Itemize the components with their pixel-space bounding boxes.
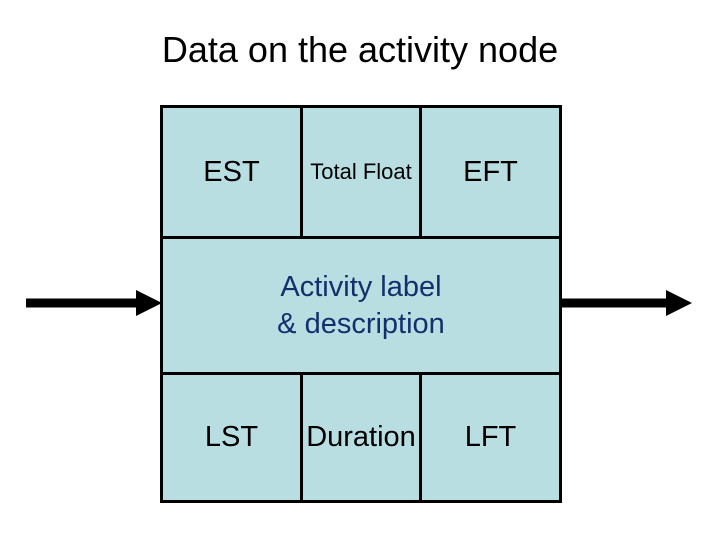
outgoing-arrow: [560, 288, 692, 318]
node-row-bottom: LST Duration LFT: [163, 375, 559, 500]
node-row-top: EST Total Float EFT: [163, 108, 559, 239]
cell-total-float: Total Float: [300, 108, 422, 236]
activity-label-text: Activity label & description: [277, 270, 445, 340]
node-row-middle: Activity label & description: [163, 239, 559, 375]
incoming-arrow: [26, 288, 162, 318]
arrow-right-icon: [560, 290, 692, 316]
cell-duration: Duration: [300, 375, 422, 500]
activity-node-box: EST Total Float EFT Activity label & des…: [160, 105, 562, 503]
cell-lst: LST: [163, 375, 300, 500]
arrow-right-icon: [26, 290, 162, 316]
page-title: Data on the activity node: [161, 29, 559, 70]
cell-est: EST: [163, 108, 300, 236]
cell-eft: EFT: [422, 108, 559, 236]
cell-lft: LFT: [422, 375, 559, 500]
cell-activity: Activity label & description: [163, 239, 559, 372]
